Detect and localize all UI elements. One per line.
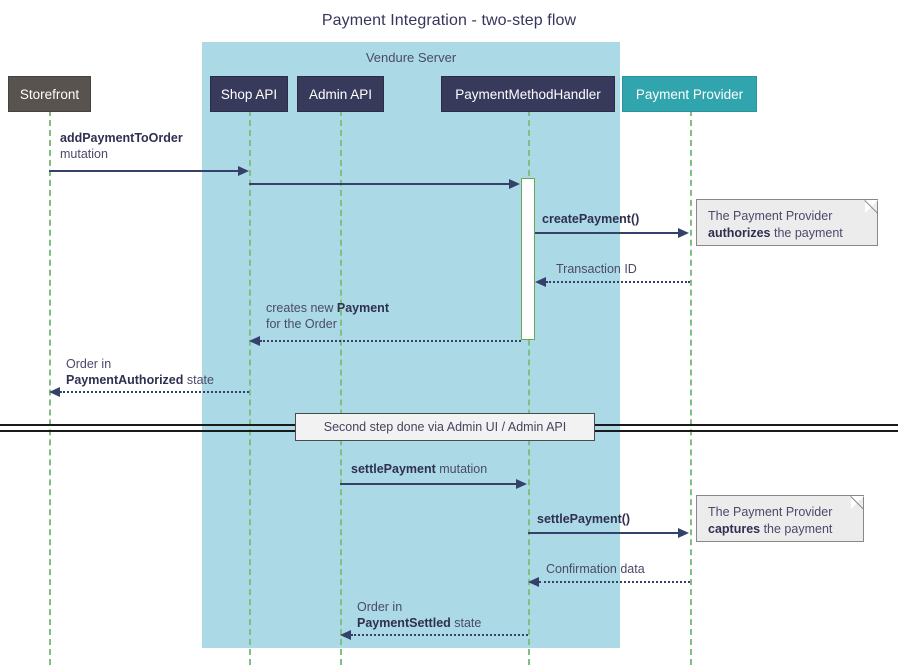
arrow-add-payment-to-order [49,170,239,172]
arrow-confirmation-data [539,581,690,583]
message-label-creates-new-payment: creates new Payment for the Order [266,300,389,332]
note-fold-corner-icon [865,200,878,213]
message-line-2: PaymentSettled state [357,615,481,631]
note-rest-text: the payment [770,226,843,240]
participant-admin-api[interactable]: Admin API [297,76,384,112]
arrowhead-right-icon [678,228,689,238]
participant-payment-provider[interactable]: Payment Provider [622,76,757,112]
participant-label: Shop API [220,86,278,102]
arrow-creates-new-payment [260,340,521,342]
message-rest-text: state [183,373,214,387]
arrow-create-payment [535,232,679,234]
message-bold-text: addPaymentToOrder [60,131,183,145]
arrow-transaction-id [546,281,690,283]
arrowhead-right-icon [516,479,527,489]
participant-label: PaymentMethodHandler [455,86,601,102]
message-bold-text: PaymentAuthorized [66,373,184,387]
message-rest-text: mutation [60,147,108,161]
message-label-order-payment-authorized: Order in PaymentAuthorized state [66,356,214,388]
message-line-2: for the Order [266,317,337,331]
arrowhead-right-icon [509,179,520,189]
participant-shop-api[interactable]: Shop API [210,76,288,112]
arrowhead-left-icon [340,630,351,640]
message-rest-text: Confirmation data [546,562,645,576]
participant-payment-method-handler[interactable]: PaymentMethodHandler [441,76,615,112]
participant-label: Storefront [19,86,80,102]
activation-bar-payment-method-handler [521,178,535,340]
note-bold-text: captures [708,522,761,536]
note-authorizes: The Payment Provider authorizes the paym… [696,199,878,246]
group-box-vendure-server [202,42,620,648]
message-label-confirmation-data: Confirmation data [546,561,645,577]
message-label-order-payment-settled: Order in PaymentSettled state [357,599,481,631]
note-line-1: The Payment Provider [708,209,833,223]
note-captures: The Payment Provider captures the paymen… [696,495,864,542]
participant-storefront[interactable]: Storefront [8,76,91,112]
message-bold-text: PaymentSettled [357,616,451,630]
divider-label-box: Second step done via Admin UI / Admin AP… [295,413,595,441]
lifeline-payment-method-handler [528,110,530,665]
message-line-1: Order in [66,357,112,371]
note-bold-text: authorizes [708,226,771,240]
arrowhead-left-icon [535,277,546,287]
note-line-2: captures the payment [708,521,853,538]
arrowhead-left-icon [528,577,539,587]
arrowhead-left-icon [49,387,60,397]
message-rest-text: state [450,616,482,630]
arrow-order-payment-authorized [60,391,249,393]
lifeline-admin-api [340,110,342,665]
divider-label-text: Second step done via Admin UI / Admin AP… [323,420,567,434]
message-label-settle-payment-mutation: settlePayment mutation [351,461,487,477]
message-line-1: Order in [357,600,403,614]
message-line-1: creates new Payment [266,300,389,316]
arrow-order-payment-settled [351,634,528,636]
message-bold-text: createPayment() [542,212,640,226]
arrowhead-right-icon [678,528,689,538]
lifeline-payment-provider [690,110,692,665]
page-title: Payment Integration - two-step flow [321,12,577,29]
arrow-shop-api-to-handler [249,183,510,185]
lifeline-shop-api [249,110,251,665]
note-fold-corner-icon [851,496,864,509]
group-label: Vendure Server [365,50,457,65]
message-bold-text: Payment [336,301,389,315]
message-bold-text: settlePayment() [537,512,631,526]
arrowhead-right-icon [238,166,249,176]
message-label-add-payment-to-order: addPaymentToOrder mutation [60,130,183,162]
note-line-2: authorizes the payment [708,225,867,242]
arrowhead-left-icon [249,336,260,346]
participant-label: Admin API [308,86,373,102]
message-label-create-payment: createPayment() [542,211,639,227]
participant-label: Payment Provider [635,86,744,102]
message-rest-text: mutation [435,462,488,476]
message-label-transaction-id: Transaction ID [556,261,637,277]
message-rest-text: Transaction ID [556,262,637,276]
message-bold-text: settlePayment [351,462,436,476]
message-line-2: PaymentAuthorized state [66,372,214,388]
message-label-settle-payment-call: settlePayment() [537,511,630,527]
note-line-1: The Payment Provider [708,505,833,519]
arrow-settle-payment-mutation [340,483,517,485]
note-rest-text: the payment [760,522,833,536]
arrow-settle-payment-call [528,532,679,534]
message-pre-text: creates new [266,301,337,315]
